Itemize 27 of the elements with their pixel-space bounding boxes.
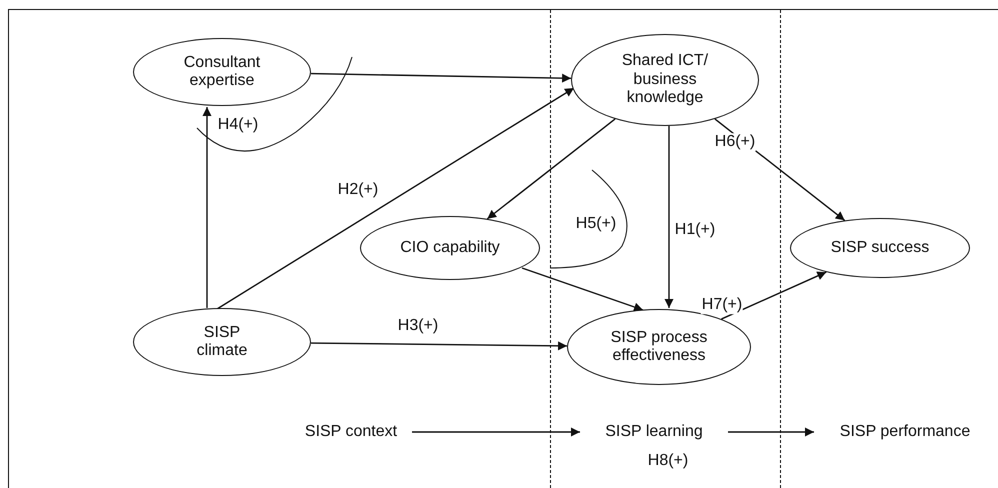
arrow xyxy=(728,428,814,436)
node-label: SISP context xyxy=(304,422,398,442)
edge-label: H3(+) xyxy=(396,317,440,335)
node-label: SISP success xyxy=(830,238,930,258)
node-label: SISP climate xyxy=(196,324,248,360)
arrow xyxy=(664,126,674,308)
arrow xyxy=(216,87,574,310)
edge-label: H6(+) xyxy=(714,133,756,151)
arrow xyxy=(721,271,827,320)
edge-label: H2(+) xyxy=(336,181,380,199)
arrow xyxy=(486,118,616,220)
edge-label: H7(+) xyxy=(700,296,744,314)
arrow xyxy=(310,341,568,350)
node-label: SISP performance xyxy=(840,422,970,442)
arrow xyxy=(412,428,580,436)
node-label: SISP process effectiveness xyxy=(610,328,708,366)
edge-label: H1(+) xyxy=(674,221,716,239)
arrow xyxy=(202,107,212,308)
hypothesis-label: H4(+) xyxy=(216,116,260,134)
node-label: SISP learning xyxy=(605,422,703,442)
hypothesis-label: H5(+) xyxy=(574,215,618,233)
arrow xyxy=(310,72,572,83)
node-label: Consultant expertise xyxy=(182,54,262,90)
node-label: Shared ICT/ business knowledge xyxy=(620,52,710,108)
arrow xyxy=(522,267,644,312)
node-label: CIO capability xyxy=(400,238,500,258)
hypothesis-label: H8(+) xyxy=(646,452,690,470)
